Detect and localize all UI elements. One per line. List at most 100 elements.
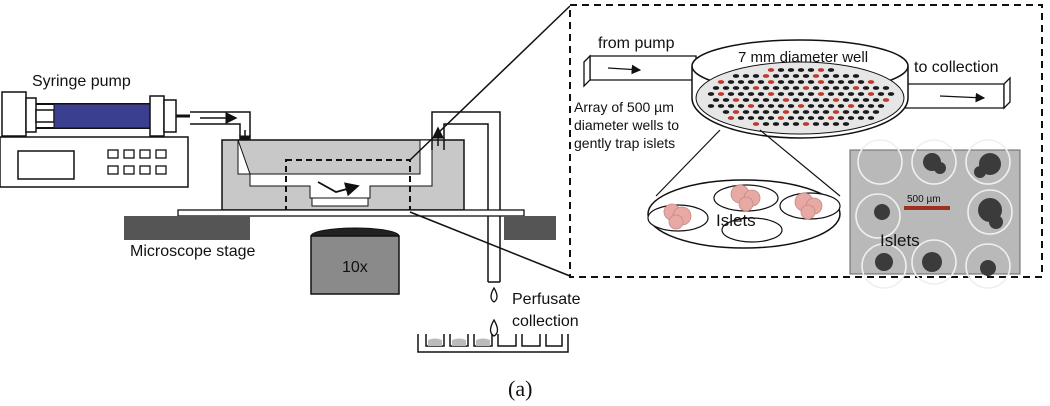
microwell-dot xyxy=(747,116,755,120)
scale-bar-label: 500 µm xyxy=(907,194,941,205)
microwell-dot xyxy=(767,80,775,84)
microwell-dot xyxy=(772,98,780,102)
microwell-dot xyxy=(827,80,835,84)
microwell-dot xyxy=(742,98,750,102)
microwell-dot xyxy=(842,86,850,90)
microwell-dot xyxy=(762,122,770,126)
microwell-dot xyxy=(732,86,740,90)
microwell-dot xyxy=(847,116,855,120)
figure-caption: (a) xyxy=(508,376,532,401)
microwell-dot xyxy=(787,80,795,84)
microwell-dot xyxy=(847,92,855,96)
microwell-dot xyxy=(802,74,810,78)
microwell-dot xyxy=(757,116,765,120)
microwell-dot xyxy=(867,104,875,108)
microwell-dot xyxy=(712,86,720,90)
microwell-dot xyxy=(817,80,825,84)
microwell-dot xyxy=(842,98,850,102)
microwell-dot xyxy=(777,104,785,108)
microwell-dot xyxy=(887,92,895,96)
pump-display xyxy=(17,150,75,180)
microwell-dot xyxy=(797,80,805,84)
well-cylinder: 7 mm diameter well xyxy=(691,39,909,139)
microwell-dot xyxy=(852,98,860,102)
microwell-dot xyxy=(752,110,760,114)
from-pump-label: from pump xyxy=(598,35,675,52)
microwell-dot xyxy=(717,104,725,108)
microwell-dot xyxy=(802,98,810,102)
microwell-dot xyxy=(832,74,840,78)
microwell-dot xyxy=(872,86,880,90)
microwell-dot xyxy=(857,92,865,96)
microwell-dot xyxy=(827,104,835,108)
microwell-dot xyxy=(877,92,885,96)
microwell-dot xyxy=(727,104,735,108)
microwell-dot xyxy=(837,80,845,84)
perfusion-chamber xyxy=(221,139,465,213)
microwell-dot xyxy=(812,110,820,114)
microwell-array xyxy=(695,61,905,135)
microwell-dot xyxy=(722,98,730,102)
microwell-dot xyxy=(877,104,885,108)
microwell-dot xyxy=(732,110,740,114)
microwell-dot xyxy=(762,110,770,114)
to-collection-label: to collection xyxy=(914,59,999,76)
microwell-dot xyxy=(842,74,850,78)
microwell-dot xyxy=(787,104,795,108)
microwell-dot xyxy=(882,86,890,90)
microwell-dot xyxy=(852,74,860,78)
microwell-dot xyxy=(807,104,815,108)
microwell-dot xyxy=(807,68,815,72)
islets-photo-label: Islets xyxy=(880,231,920,250)
microwell-dot xyxy=(862,98,870,102)
microwell-dot xyxy=(777,92,785,96)
syringe-barrel xyxy=(53,103,153,129)
microwell-dot xyxy=(822,86,830,90)
zoom-line-top xyxy=(409,5,571,161)
microwell-dot xyxy=(852,86,860,90)
drop-2 xyxy=(489,318,499,337)
microwell-dot xyxy=(792,98,800,102)
outlet-channel: to collection xyxy=(899,59,1011,110)
microwell-dot xyxy=(857,104,865,108)
microwell-dot xyxy=(802,122,810,126)
objective-label: 10x xyxy=(342,259,368,276)
microwell-dot xyxy=(737,116,745,120)
microwell-dot xyxy=(827,68,835,72)
microwell-dot xyxy=(832,98,840,102)
microwell-dot xyxy=(752,98,760,102)
microwell-dot xyxy=(837,116,845,120)
microscope-stage-label: Microscope stage xyxy=(130,243,255,260)
microwell-dot xyxy=(787,68,795,72)
microwell-dot xyxy=(787,116,795,120)
collection-plate xyxy=(417,334,569,353)
microwell-dot xyxy=(802,86,810,90)
microwell-dot xyxy=(777,116,785,120)
microwell-dot xyxy=(752,86,760,90)
microwell-dot xyxy=(732,98,740,102)
microwell-dot xyxy=(722,86,730,90)
microwell-dot xyxy=(707,92,715,96)
well-diameter-label: 7 mm diameter well xyxy=(738,49,868,66)
microwell-dot xyxy=(802,110,810,114)
microwell-dot xyxy=(832,86,840,90)
microwell-dot xyxy=(827,92,835,96)
zoom-line-bottom xyxy=(409,211,571,277)
microwell-dot xyxy=(807,92,815,96)
microwell-dot xyxy=(862,86,870,90)
microwell-dot xyxy=(832,122,840,126)
microwell-dot xyxy=(852,110,860,114)
microwell-dot xyxy=(867,92,875,96)
microwell-dot xyxy=(817,104,825,108)
microwell-dot xyxy=(787,92,795,96)
microwell-dot xyxy=(792,74,800,78)
microwell-dot xyxy=(797,116,805,120)
microwell-dot xyxy=(742,86,750,90)
microwell-dot xyxy=(727,80,735,84)
outlet-tubing xyxy=(431,111,501,283)
microwell-dot xyxy=(777,68,785,72)
microwell-dot xyxy=(762,86,770,90)
microwell-dot xyxy=(812,122,820,126)
microwell-dot xyxy=(722,110,730,114)
